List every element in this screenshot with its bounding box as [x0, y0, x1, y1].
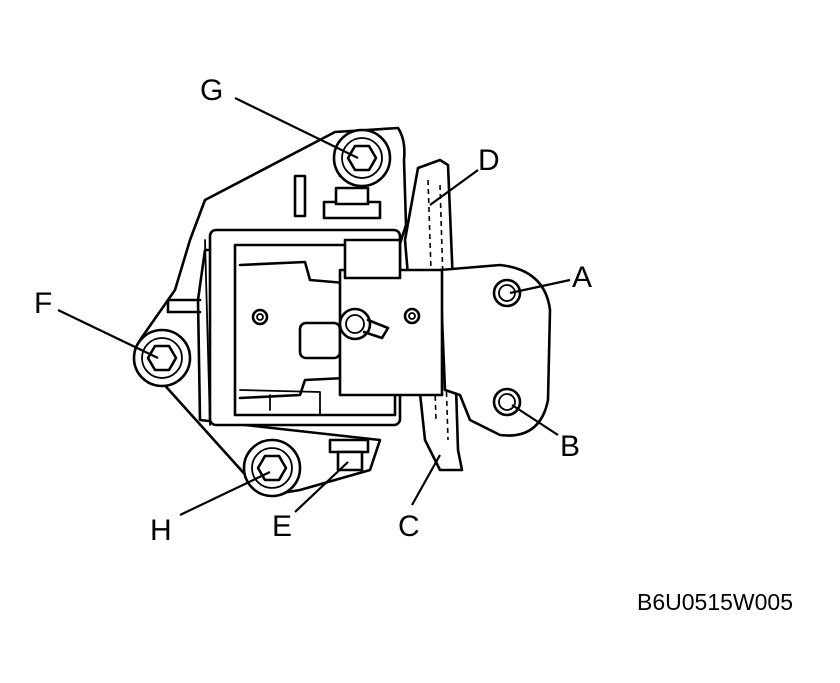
- leader-b: [511, 404, 559, 436]
- top-adjuster: [293, 169, 382, 220]
- bolt-h: [242, 438, 302, 498]
- left-pin: [166, 298, 202, 314]
- callout-d: D: [478, 144, 500, 177]
- callout-h: H: [150, 514, 172, 547]
- leader-h: [179, 471, 271, 516]
- leader-g: [234, 97, 359, 159]
- callout-c: C: [398, 510, 420, 543]
- leader-c: [411, 454, 441, 506]
- bolt-g: [332, 128, 392, 188]
- leader-lines: [57, 97, 571, 516]
- leader-e: [294, 461, 349, 513]
- bottom-stud: [328, 438, 370, 472]
- callout-g: G: [200, 74, 223, 107]
- callout-e: E: [272, 510, 292, 543]
- callout-a: A: [572, 261, 592, 294]
- callout-b: B: [560, 430, 580, 463]
- figure-code: B6U0515W005: [637, 589, 793, 615]
- leader-f: [57, 309, 159, 359]
- leader-a: [509, 278, 571, 295]
- leader-d: [429, 169, 479, 206]
- callout-f: F: [34, 287, 52, 320]
- switch-block: [338, 238, 444, 397]
- bolt-f: [132, 328, 192, 388]
